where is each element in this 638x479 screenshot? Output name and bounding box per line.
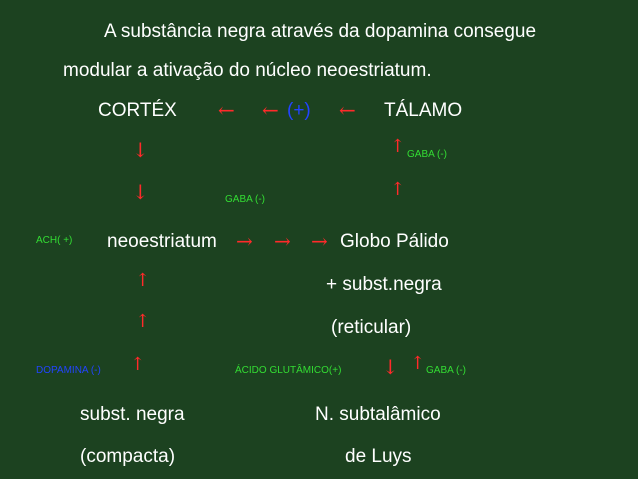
arrow-up-icon: ↑: [130, 354, 146, 375]
label-gaba-subtalamico: GABA (-): [426, 365, 467, 376]
arrow-right-icon: →: [236, 229, 253, 253]
arrow-up-icon: ↑: [390, 136, 406, 157]
arrow-left-icon: ←: [339, 98, 356, 122]
node-cortex: CORTÉX: [98, 100, 177, 121]
label-dopamina: DOPAMINA (-): [36, 365, 101, 376]
arrow-down-icon: ↓: [132, 180, 149, 204]
arrow-down-icon: ↓: [382, 355, 399, 379]
arrow-up-icon: ↑: [135, 270, 151, 291]
node-reticular: (reticular): [331, 317, 412, 338]
node-neoestriatum: neoestriatum: [107, 231, 217, 252]
node-subst-negra-plus: + subst.negra: [326, 274, 442, 295]
arrow-left-icon: ←: [262, 98, 279, 122]
intro-line-2: modular a ativação do núcleo neoestriatu…: [63, 60, 432, 81]
arrow-left-icon: ←: [218, 98, 235, 122]
node-talamo: TÁLAMO: [384, 100, 463, 121]
label-plus: (+): [287, 100, 311, 121]
node-n-subtalamico: N. subtalâmico: [315, 404, 441, 425]
node-subst-negra: subst. negra: [80, 404, 185, 425]
node-compacta: (compacta): [80, 446, 176, 467]
label-gaba-mid: GABA (-): [225, 194, 266, 205]
node-de-luys: de Luys: [345, 446, 412, 467]
arrow-up-icon: ↑: [390, 179, 406, 200]
arrow-right-icon: →: [274, 229, 291, 253]
intro-line-1: A substância negra através da dopamina c…: [104, 21, 537, 42]
arrow-up-icon: ↑: [410, 353, 426, 374]
arrow-right-icon: →: [311, 229, 328, 253]
arrow-down-icon: ↓: [132, 138, 149, 162]
label-gaba-talamo: GABA (-): [407, 149, 448, 160]
label-acido-glutamico: ÁCIDO GLUTÂMICO(+): [235, 365, 342, 376]
node-globo-palido: Globo Pálido: [340, 231, 449, 252]
arrow-up-icon: ↑: [135, 311, 151, 332]
label-ach: ACH( +): [36, 235, 73, 246]
